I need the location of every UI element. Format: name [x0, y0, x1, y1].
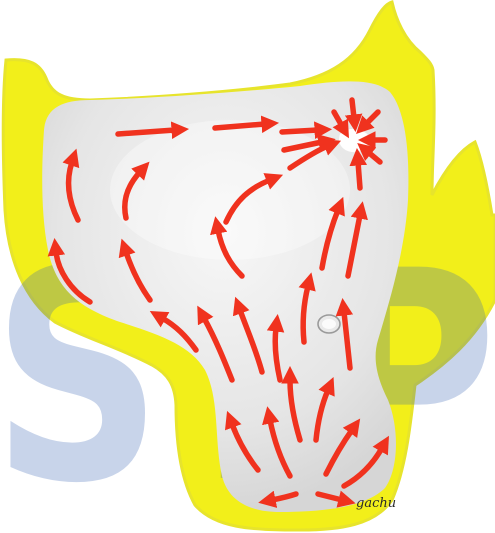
flow-arrow — [358, 162, 360, 188]
flow-arrow — [282, 130, 318, 132]
oval-marker-inner — [322, 319, 336, 329]
artist-signature: gachu — [356, 496, 396, 511]
flow-arrow — [352, 100, 354, 118]
